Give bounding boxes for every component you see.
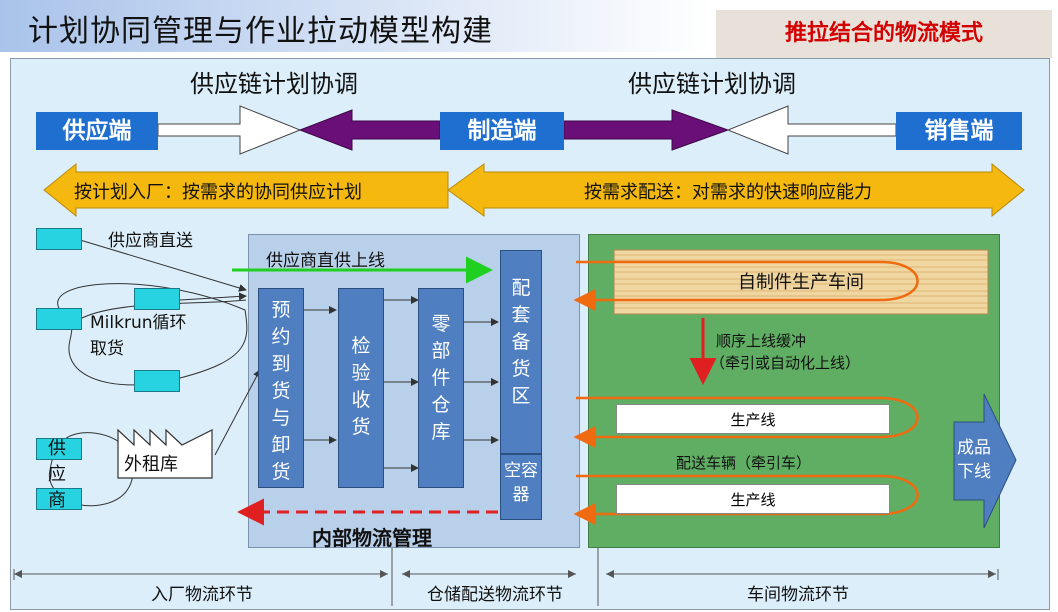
supplier-char-3: 商 xyxy=(48,490,66,511)
production-line-1: 生产线 xyxy=(616,404,890,434)
parts-warehouse-column: 零部件仓库 xyxy=(418,288,464,488)
milkrun-label-1: Milkrun循环 xyxy=(90,313,187,333)
supplier-box-milkrun-left xyxy=(36,308,82,330)
sequence-buffer-label-1: 顺序上线缓冲 xyxy=(716,332,807,350)
supplier-box-milkrun-top xyxy=(134,288,180,310)
supplier-char-1: 供 xyxy=(48,438,66,459)
kitting-area-column: 配套备货区 xyxy=(500,250,542,454)
parts-warehouse-label: 零部件仓库 xyxy=(431,313,451,443)
supplier-char-2: 应 xyxy=(48,464,66,485)
band-left-label: 按计划入厂：按需求的协同供应计划 xyxy=(74,182,362,203)
sales-end-box: 销售端 xyxy=(896,112,1022,150)
supply-white-arrow xyxy=(157,105,302,155)
supplier-box-direct xyxy=(36,228,82,250)
finished-product-label: 成品下线 xyxy=(957,438,991,482)
purple-left-arrow xyxy=(298,109,441,151)
mode-tag-box xyxy=(716,10,1052,58)
inspection-label: 检验收货 xyxy=(351,335,371,438)
footer-workshop-label: 车间物流环节 xyxy=(747,585,849,605)
supplier-box-outer-bottom xyxy=(36,488,82,510)
sequence-buffer-label-2: （牵引或自动化上线） xyxy=(710,354,861,372)
coord-label-left: 供应链计划协调 xyxy=(190,70,358,98)
footer-warehouse-label: 仓储配送物流环节 xyxy=(427,585,563,605)
booking-unloading-column: 预约到货与卸货 xyxy=(258,288,304,488)
empty-container-label: 空容器 xyxy=(504,461,538,505)
direct-line-label: 供应商直供上线 xyxy=(266,251,385,271)
gold-right-band xyxy=(447,162,1025,218)
internal-logistics-label: 内部物流管理 xyxy=(312,526,432,550)
purple-right-arrow xyxy=(563,109,730,151)
kitting-area-label: 配套备货区 xyxy=(511,277,531,407)
mode-tag: 推拉结合的物流模式 xyxy=(784,21,983,46)
band-right-label: 按需求配送：对需求的快速响应能力 xyxy=(584,182,872,203)
delivery-vehicle-label: 配送车辆（牵引车） xyxy=(676,454,812,472)
outer-warehouse-label: 外租库 xyxy=(124,454,178,475)
title-bar xyxy=(0,0,712,52)
empty-container-box: 空容器 xyxy=(500,454,542,520)
self-made-workshop-label: 自制件生产车间 xyxy=(738,272,864,293)
footer-inbound-label: 入厂物流环节 xyxy=(151,585,253,605)
coord-label-right: 供应链计划协调 xyxy=(628,70,796,98)
direct-delivery-label: 供应商直送 xyxy=(108,231,193,251)
page-title: 计划协同管理与作业拉动模型构建 xyxy=(28,14,493,49)
manufacture-end-box: 制造端 xyxy=(440,112,564,150)
supplier-box-milkrun-bottom xyxy=(134,370,180,392)
supply-end-box: 供应端 xyxy=(36,112,158,150)
milkrun-label-2: 取货 xyxy=(90,339,124,359)
production-line-2: 生产线 xyxy=(616,484,890,514)
supplier-box-outer-top xyxy=(36,438,82,460)
inspection-column: 检验收货 xyxy=(338,288,384,488)
sales-white-arrow xyxy=(726,105,897,155)
booking-unloading-label: 预约到货与卸货 xyxy=(271,299,291,483)
